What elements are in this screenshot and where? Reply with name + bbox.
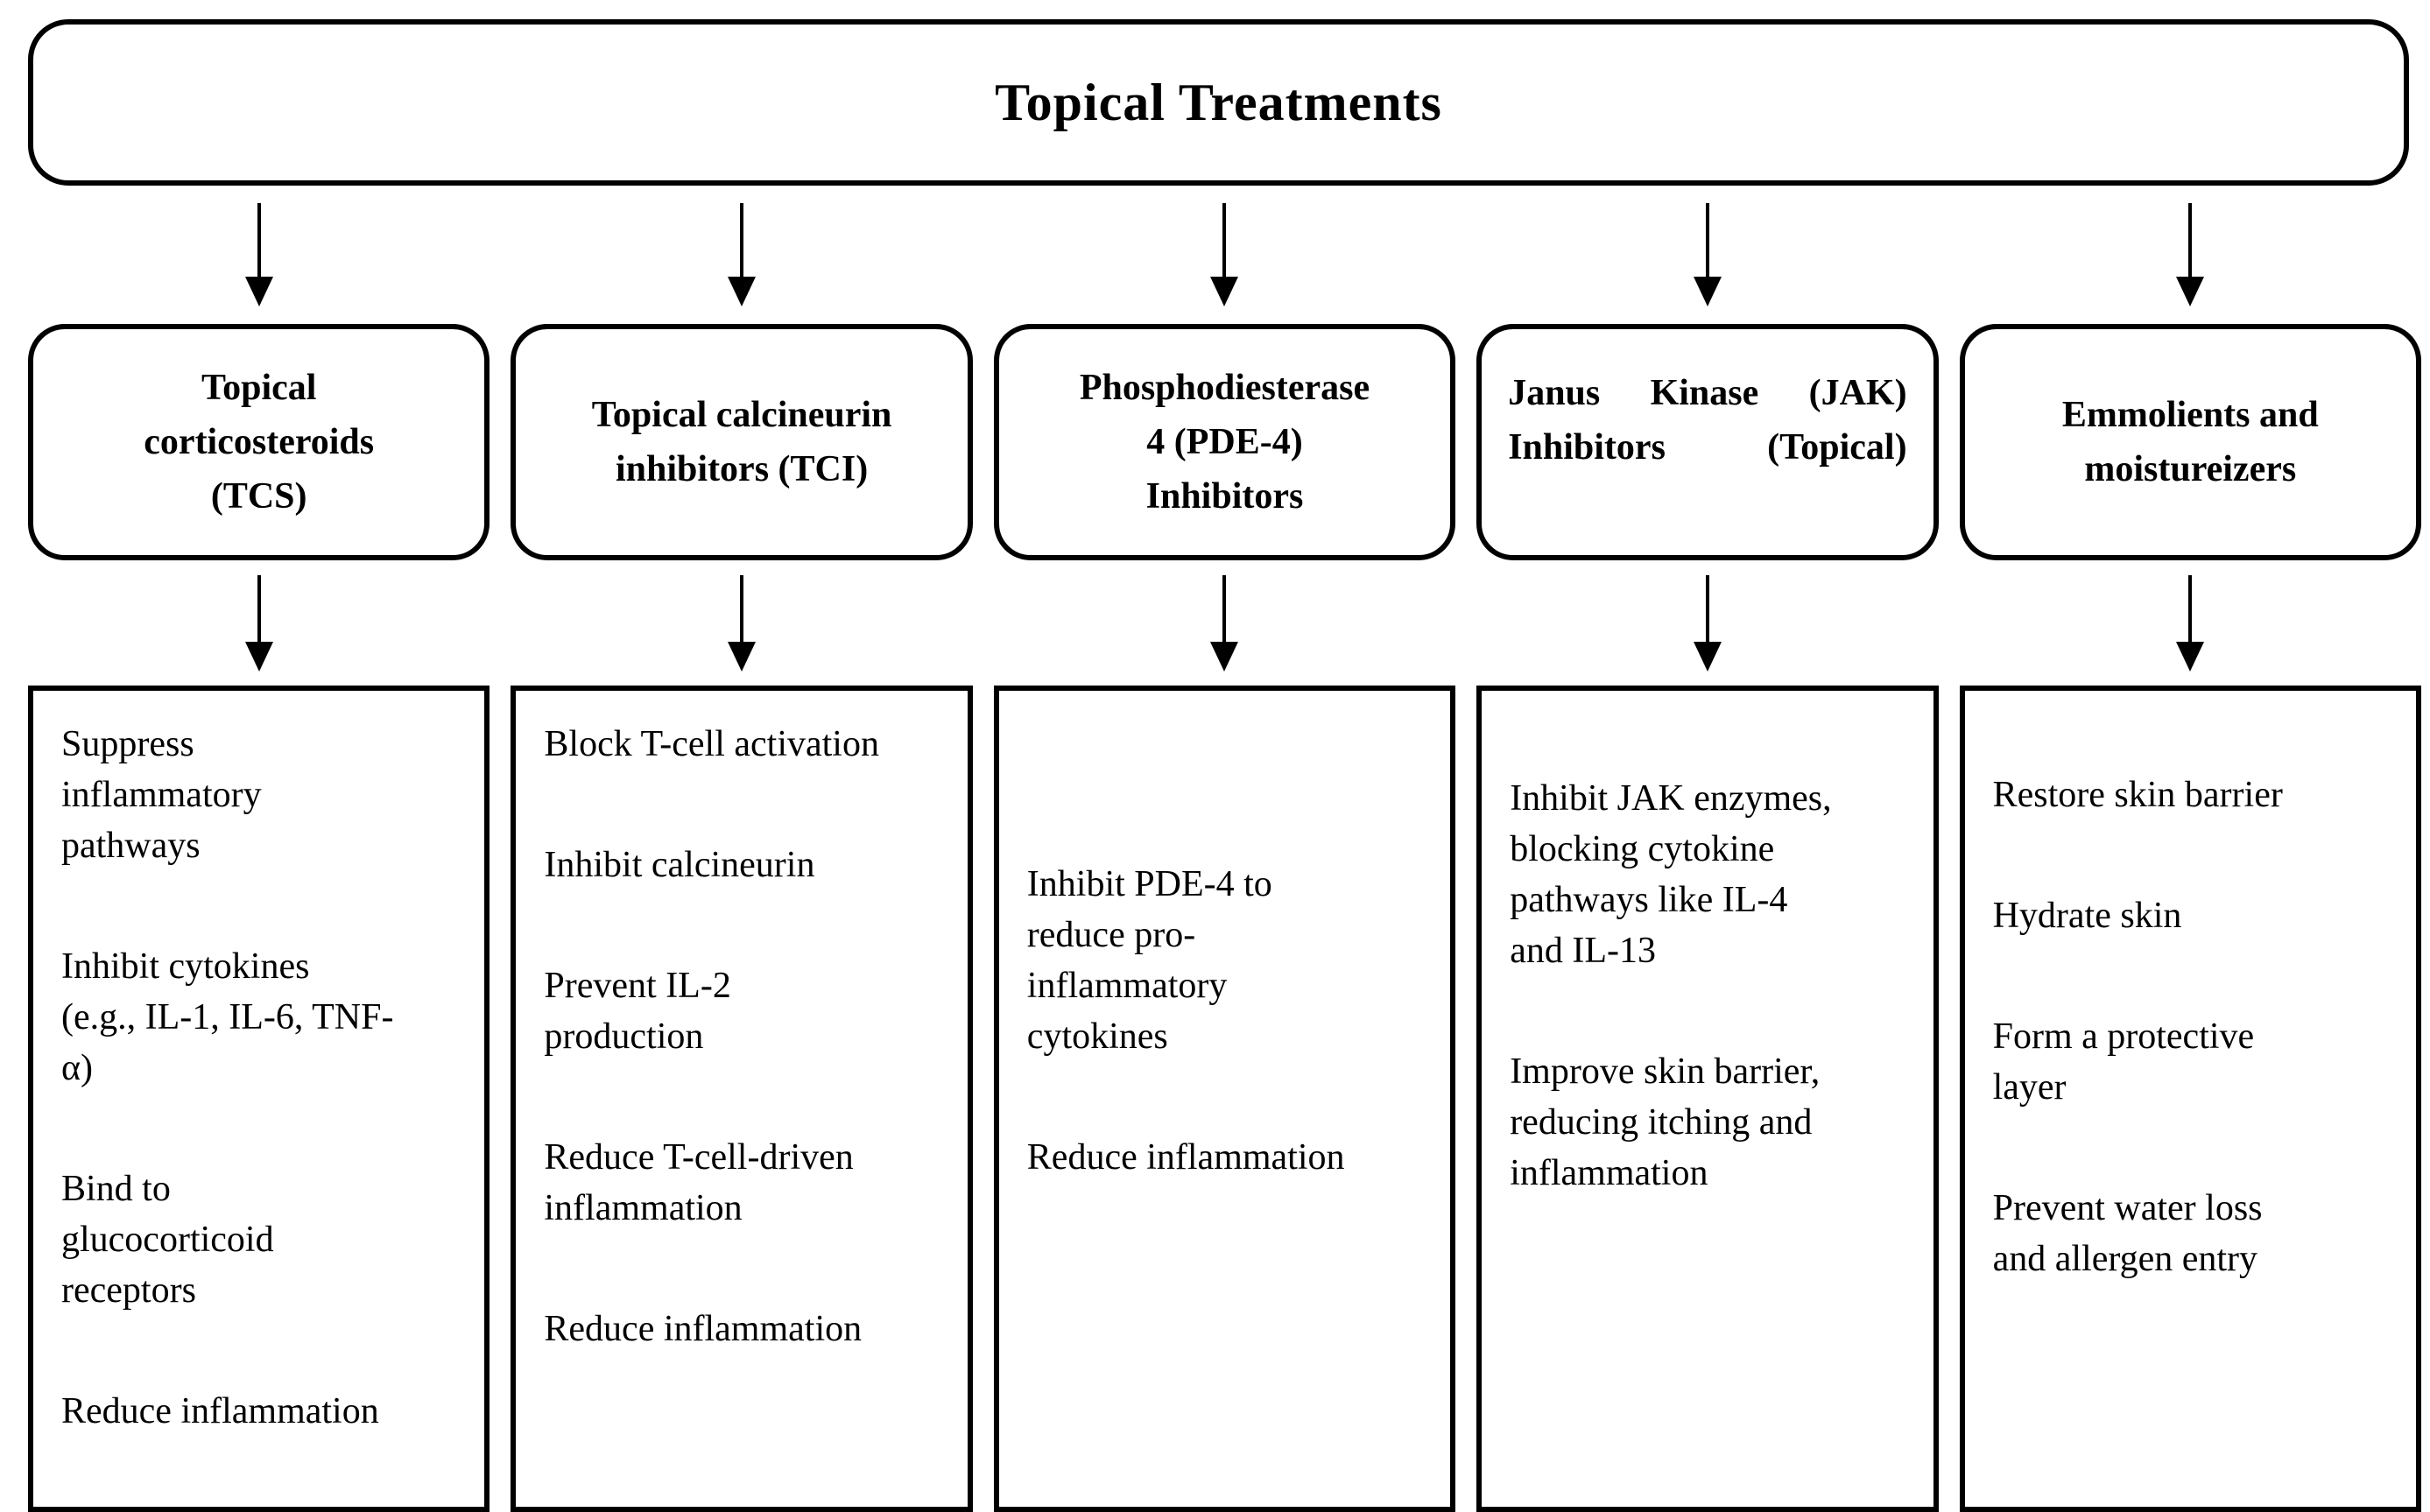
category-label: inhibitors (TCI): [615, 449, 869, 489]
category-label: moistureizers: [2084, 449, 2297, 489]
category-label: Phosphodiesterase: [1079, 368, 1370, 408]
arrows-row-top: [28, 186, 2421, 324]
down-arrow-icon: [1210, 203, 1239, 306]
category-label: Topical calcineurin: [591, 395, 892, 435]
detail-item: Reduce T-cell-driven inflammation: [544, 1137, 854, 1228]
down-arrow-icon: [1210, 574, 1239, 672]
page-title: Topical Treatments: [995, 73, 1442, 131]
arrows-row-bottom: [28, 560, 2421, 686]
detail-row: Suppress inflammatory pathways Inhibit c…: [28, 686, 2421, 1512]
category-label: (TCS): [210, 476, 307, 517]
detail-item: Bind to glucocorticoid receptors: [61, 1169, 274, 1311]
category-box-jak: Janus Kinase (JAK) Inhibitors (Topical): [1476, 324, 1939, 560]
down-arrow-icon: [728, 574, 757, 672]
detail-item: Reduce inflammation: [61, 1391, 379, 1431]
category-box-tcs: Topical corticosteroids (TCS): [28, 324, 490, 560]
detail-item: Reduce inflammation: [1026, 1137, 1345, 1178]
detail-box-tci: Block T-cell activation Inhibit calcineu…: [511, 686, 973, 1512]
detail-item: Prevent water loss and allergen entry: [1992, 1188, 2263, 1279]
detail-item: Prevent IL-2 production: [544, 966, 731, 1057]
category-label: Inhibitors: [1145, 476, 1304, 517]
detail-item: Inhibit calcineurin: [544, 845, 815, 885]
detail-item: Inhibit PDE-4 to reduce pro- inflammator…: [1026, 864, 1272, 1057]
category-label: Janus Kinase (JAK): [1508, 373, 1907, 413]
detail-box-pde4: Inhibit PDE-4 to reduce pro- inflammator…: [993, 686, 1456, 1512]
down-arrow-icon: [728, 203, 757, 306]
category-label: Inhibitors (Topical): [1508, 427, 1907, 468]
detail-item: Reduce inflammation: [544, 1309, 863, 1349]
down-arrow-icon: [2176, 203, 2205, 306]
category-row: Topical corticosteroids (TCS) Topical ca…: [28, 324, 2421, 560]
category-label: 4 (PDE-4): [1146, 422, 1303, 462]
title-box: Topical Treatments: [28, 19, 2409, 186]
detail-box-jak: Inhibit JAK enzymes, blocking cytokine p…: [1476, 686, 1939, 1512]
detail-item: Improve skin barrier, reducing itching a…: [1510, 1051, 1821, 1193]
category-box-emollients: Emmolients and moistureizers: [1959, 324, 2421, 560]
category-box-pde4: Phosphodiesterase 4 (PDE-4) Inhibitors: [993, 324, 1456, 560]
detail-item: Restore skin barrier: [1992, 775, 2283, 815]
category-label: Emmolients and: [2061, 395, 2319, 435]
detail-item: Inhibit cytokines (e.g., IL-1, IL-6, TNF…: [61, 946, 394, 1088]
down-arrow-icon: [244, 203, 273, 306]
category-label: corticosteroids: [144, 422, 375, 462]
detail-item: Inhibit JAK enzymes, blocking cytokine p…: [1510, 778, 1832, 971]
category-label: Topical: [201, 368, 317, 408]
detail-item: Form a protective layer: [1992, 1016, 2255, 1108]
detail-box-emollients: Restore skin barrier Hydrate skin Form a…: [1959, 686, 2421, 1512]
detail-box-tcs: Suppress inflammatory pathways Inhibit c…: [28, 686, 490, 1512]
category-box-tci: Topical calcineurin inhibitors (TCI): [511, 324, 973, 560]
down-arrow-icon: [1693, 574, 1722, 672]
detail-item: Hydrate skin: [1992, 896, 2182, 936]
down-arrow-icon: [1693, 203, 1722, 306]
detail-item: Suppress inflammatory pathways: [61, 724, 262, 866]
down-arrow-icon: [244, 574, 273, 672]
detail-item: Block T-cell activation: [544, 724, 879, 764]
down-arrow-icon: [2176, 574, 2205, 672]
